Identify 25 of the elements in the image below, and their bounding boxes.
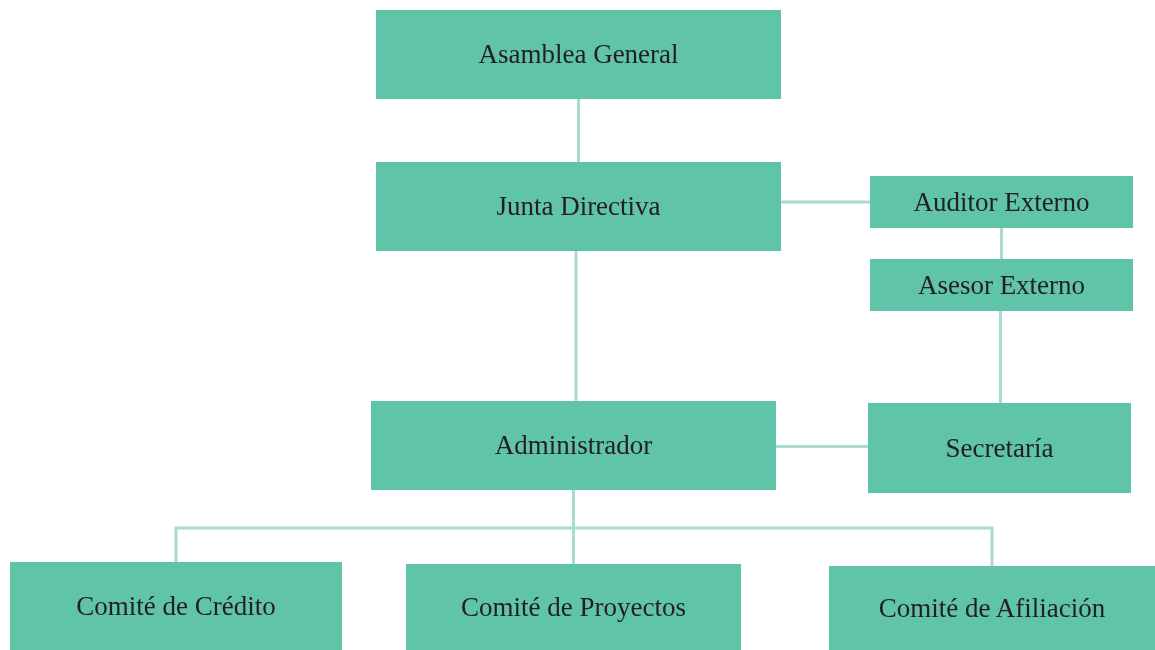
connector-line bbox=[572, 490, 994, 566]
org-box bbox=[868, 403, 1131, 493]
box-label: Comité de Proyectos bbox=[461, 591, 686, 623]
connector-line bbox=[574, 251, 578, 401]
org-box bbox=[829, 566, 1155, 650]
box-label: Comité de Afiliación bbox=[878, 592, 1106, 624]
connector-line bbox=[1000, 228, 1003, 259]
box-label: Administrador bbox=[494, 430, 653, 461]
box-label: Asamblea General bbox=[478, 39, 679, 70]
org-box bbox=[371, 401, 776, 490]
connector-line bbox=[781, 200, 870, 204]
connector-line bbox=[999, 311, 1002, 403]
org-box bbox=[10, 562, 342, 650]
connector-line bbox=[577, 99, 580, 162]
box-label: Secretaría bbox=[945, 432, 1054, 464]
org-box bbox=[376, 162, 781, 251]
connector-line bbox=[776, 445, 868, 448]
org-box bbox=[870, 259, 1133, 311]
box-label: Auditor Externo bbox=[913, 186, 1090, 218]
box-label: Junta Directiva bbox=[496, 191, 661, 222]
box-label: Comité de Crédito bbox=[76, 590, 276, 622]
org-box bbox=[406, 564, 741, 650]
org-box bbox=[376, 10, 781, 99]
org-box bbox=[870, 176, 1133, 228]
box-label: Asesor Externo bbox=[917, 269, 1086, 301]
